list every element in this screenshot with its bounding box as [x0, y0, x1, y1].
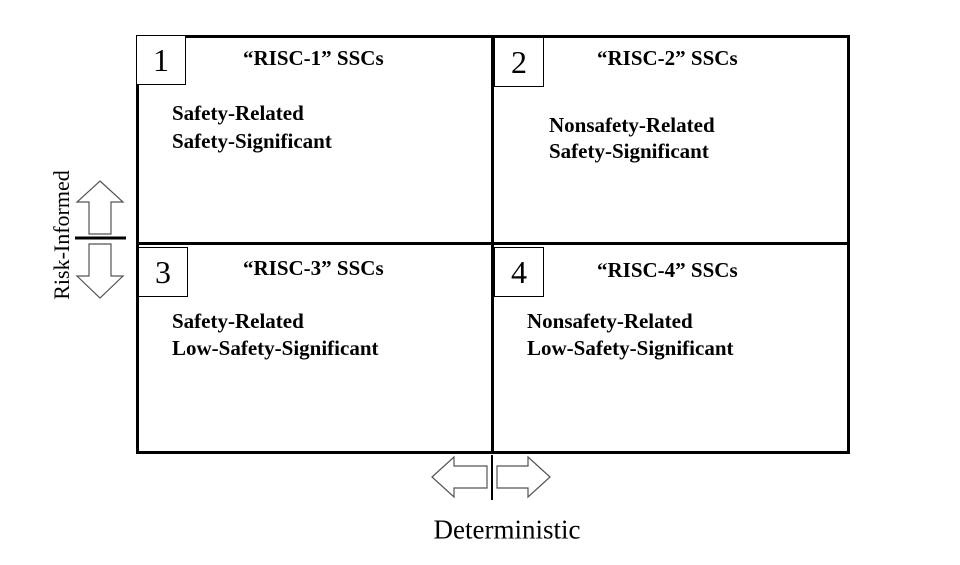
quadrant-4-title: “RISC-4” SSCs	[597, 258, 738, 282]
quadrant-2-line2: Safety-Significant	[549, 139, 709, 163]
quadrant-3-number: 3	[138, 247, 188, 297]
quadrant-3-line2: Low-Safety-Significant	[172, 336, 379, 360]
quadrant-3-title: “RISC-3” SSCs	[243, 256, 384, 280]
quadrant-2-line1: Nonsafety-Related	[549, 113, 715, 137]
quadrant-4-line1: Nonsafety-Related	[527, 309, 693, 333]
quadrant-1-line1: Safety-Related	[172, 101, 304, 125]
quadrant-1-line2: Safety-Significant	[172, 129, 332, 153]
horizontal-axis-label: Deterministic	[433, 514, 581, 545]
quadrant-4-number: 4	[494, 247, 544, 297]
down-arrow-icon	[75, 243, 125, 299]
quadrant-2-title: “RISC-2” SSCs	[597, 46, 738, 70]
left-arrow-icon	[431, 455, 488, 499]
quadrant-4-line2: Low-Safety-Significant	[527, 336, 734, 360]
up-arrow-icon	[75, 180, 125, 235]
horizontal-divider	[136, 242, 850, 245]
quadrant-1-number: 1	[136, 35, 186, 85]
right-arrow-icon	[496, 455, 551, 499]
quadrant-2-number: 2	[494, 37, 544, 87]
quadrant-1-title: “RISC-1” SSCs	[243, 46, 384, 70]
vertical-axis-label: Risk-Informed	[49, 170, 74, 300]
quadrant-3-line1: Safety-Related	[172, 309, 304, 333]
